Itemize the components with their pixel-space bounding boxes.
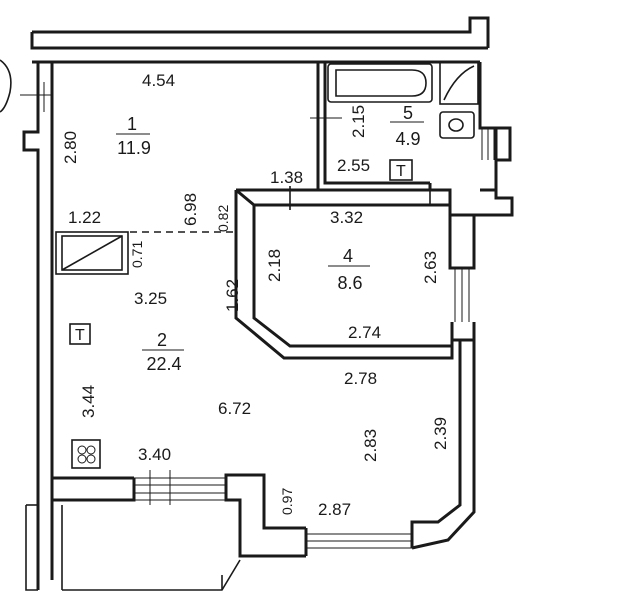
svg-text:3.44: 3.44 bbox=[79, 385, 98, 418]
svg-text:2.18: 2.18 bbox=[265, 249, 284, 282]
kitchen-counter bbox=[55, 231, 129, 275]
bathtub-icon bbox=[327, 63, 433, 103]
svg-text:4.54: 4.54 bbox=[142, 71, 175, 90]
interior-walls bbox=[234, 62, 454, 360]
svg-text:3.32: 3.32 bbox=[330, 208, 363, 227]
svg-text:2.74: 2.74 bbox=[348, 323, 381, 342]
svg-text:1.22: 1.22 bbox=[68, 208, 101, 227]
room-label-4: 4 8.6 bbox=[328, 246, 370, 293]
svg-text:0.97: 0.97 bbox=[279, 488, 295, 515]
svg-text:5: 5 bbox=[403, 103, 413, 123]
room-label-1: 1 11.9 bbox=[116, 114, 151, 158]
svg-text:2.83: 2.83 bbox=[361, 429, 380, 462]
shower-icon bbox=[439, 61, 479, 105]
svg-text:22.4: 22.4 bbox=[146, 354, 181, 374]
room-label-5: 5 4.9 bbox=[390, 103, 424, 149]
heater-icon-bath: T bbox=[389, 159, 413, 181]
svg-text:2.78: 2.78 bbox=[344, 369, 377, 388]
toilet-icon bbox=[439, 111, 475, 139]
heater-icon-kitchen: T bbox=[69, 323, 91, 345]
svg-text:2.87: 2.87 bbox=[318, 500, 351, 519]
svg-text:1: 1 bbox=[127, 114, 137, 134]
svg-text:T: T bbox=[75, 327, 85, 344]
dimension-labels: 4.54 2.80 6.98 2.15 2.55 1.38 3.32 1.22 … bbox=[61, 71, 450, 519]
svg-text:8.6: 8.6 bbox=[337, 273, 362, 293]
svg-text:2: 2 bbox=[157, 330, 167, 350]
svg-text:2.39: 2.39 bbox=[431, 417, 450, 450]
svg-text:1.62: 1.62 bbox=[223, 279, 242, 312]
svg-text:6.98: 6.98 bbox=[181, 193, 200, 226]
svg-text:2.55: 2.55 bbox=[337, 156, 370, 175]
svg-text:0.82: 0.82 bbox=[215, 205, 231, 232]
svg-text:6.72: 6.72 bbox=[218, 399, 251, 418]
svg-text:1.38: 1.38 bbox=[270, 168, 303, 187]
exterior-walls bbox=[22, 16, 514, 591]
svg-text:0.71: 0.71 bbox=[129, 241, 145, 268]
svg-text:T: T bbox=[396, 163, 406, 180]
windows bbox=[20, 82, 495, 549]
svg-text:3.40: 3.40 bbox=[138, 445, 171, 464]
north-marker-partial bbox=[0, 59, 12, 113]
svg-text:3.25: 3.25 bbox=[134, 289, 167, 308]
svg-text:4.9: 4.9 bbox=[395, 129, 420, 149]
dimension-ticks bbox=[310, 104, 342, 132]
svg-text:2.80: 2.80 bbox=[61, 131, 80, 164]
room-label-2: 2 22.4 bbox=[142, 330, 184, 374]
svg-text:2.63: 2.63 bbox=[421, 251, 440, 284]
stove-icon bbox=[71, 439, 101, 469]
svg-text:2.15: 2.15 bbox=[349, 105, 368, 138]
svg-text:4: 4 bbox=[343, 246, 353, 266]
svg-text:11.9: 11.9 bbox=[117, 138, 151, 158]
